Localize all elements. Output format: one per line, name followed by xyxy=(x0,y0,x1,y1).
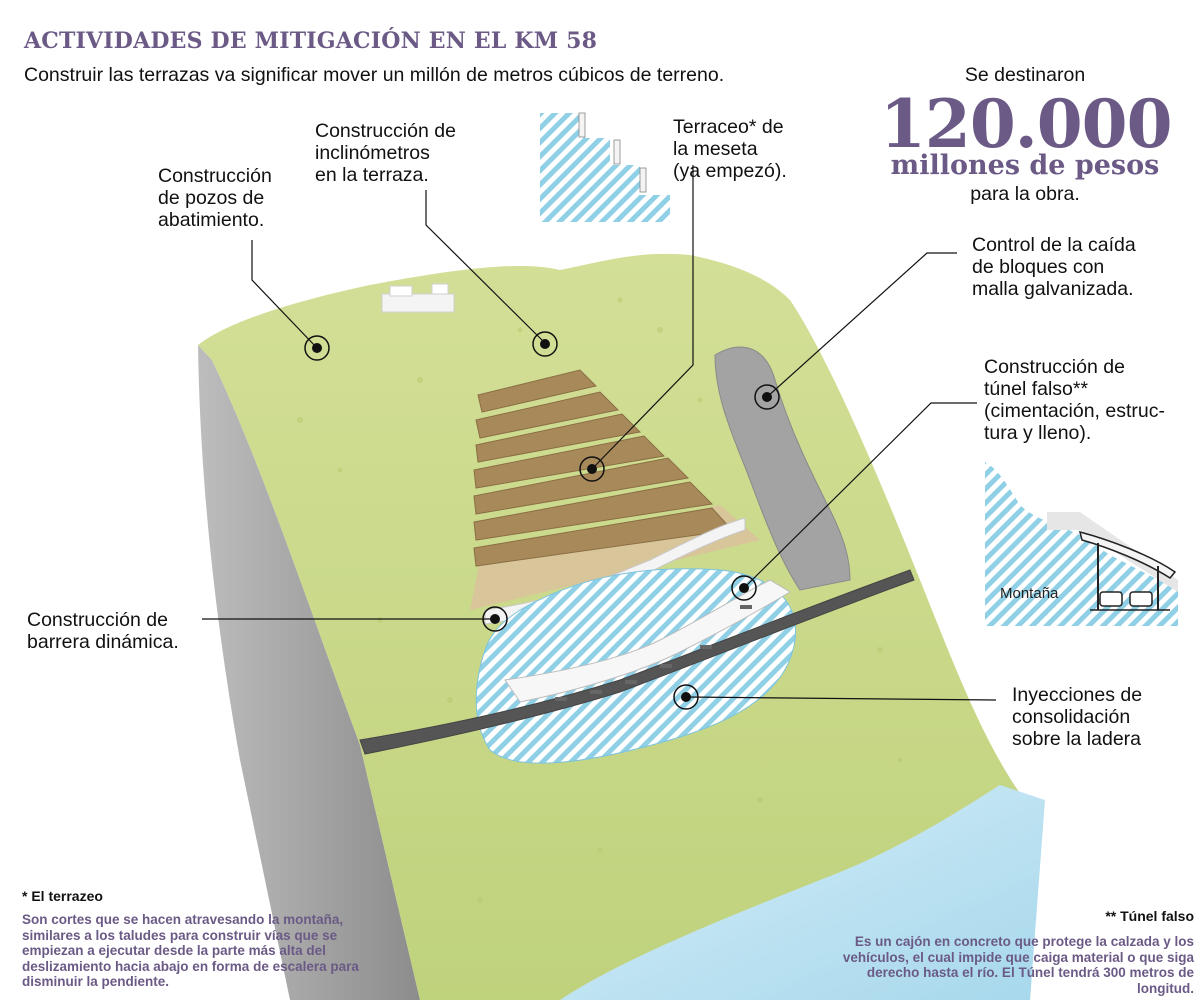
label-inclinometros: Construcción de inclinómetros en la terr… xyxy=(315,120,456,186)
marker-inyecciones xyxy=(673,684,699,710)
note-tunel-body: Es un cajón en concreto que protege la c… xyxy=(842,934,1194,996)
budget-intro: Se destinaron xyxy=(964,64,1086,86)
note-terrazeo-body: Son cortes que se hacen atravesando la m… xyxy=(22,912,359,989)
marker-barrera xyxy=(482,606,508,632)
mesh-strip xyxy=(714,346,851,591)
label-barrera: Construcción de barrera dinámica. xyxy=(27,609,179,653)
budget-amount: 120.000 xyxy=(880,85,1173,163)
tunnel-inset-icon xyxy=(985,462,1178,626)
river xyxy=(560,785,1045,1000)
marker-pozos xyxy=(304,335,330,361)
label-malla: Control de la caída de bloques con malla… xyxy=(972,234,1136,300)
budget-unit: millones de pesos xyxy=(890,150,1160,181)
label-tunel: Construcción de túnel falso** (cimentaci… xyxy=(984,356,1165,444)
marker-terraceo xyxy=(579,456,605,482)
marker-malla xyxy=(754,384,780,410)
label-terraceo: Terraceo* de la meseta (ya empezó). xyxy=(673,116,787,182)
note-tunel-title: ** Túnel falso xyxy=(1105,908,1194,924)
note-terrazeo-title: * El terrazeo xyxy=(22,888,103,904)
page-title: ACTIVIDADES DE MITIGACIÓN EN EL KM 58 xyxy=(24,28,598,54)
rock-face xyxy=(198,345,420,1000)
inset-label-montana: Montaña xyxy=(1000,585,1059,602)
marker-inclinometros xyxy=(532,331,558,357)
terrace-inset-icon xyxy=(540,112,670,222)
false-tunnel xyxy=(504,579,791,703)
terraces xyxy=(470,369,760,610)
building xyxy=(381,283,455,313)
road xyxy=(359,569,915,755)
page-subtitle: Construir las terrazas va significar mov… xyxy=(24,64,725,86)
budget-outro: para la obra. xyxy=(970,183,1080,205)
label-pozos: Construcción de pozos de abatimiento. xyxy=(158,165,272,231)
label-inyecciones: Inyecciones de consolidación sobre la la… xyxy=(1012,684,1143,750)
marker-tunel xyxy=(731,575,757,601)
